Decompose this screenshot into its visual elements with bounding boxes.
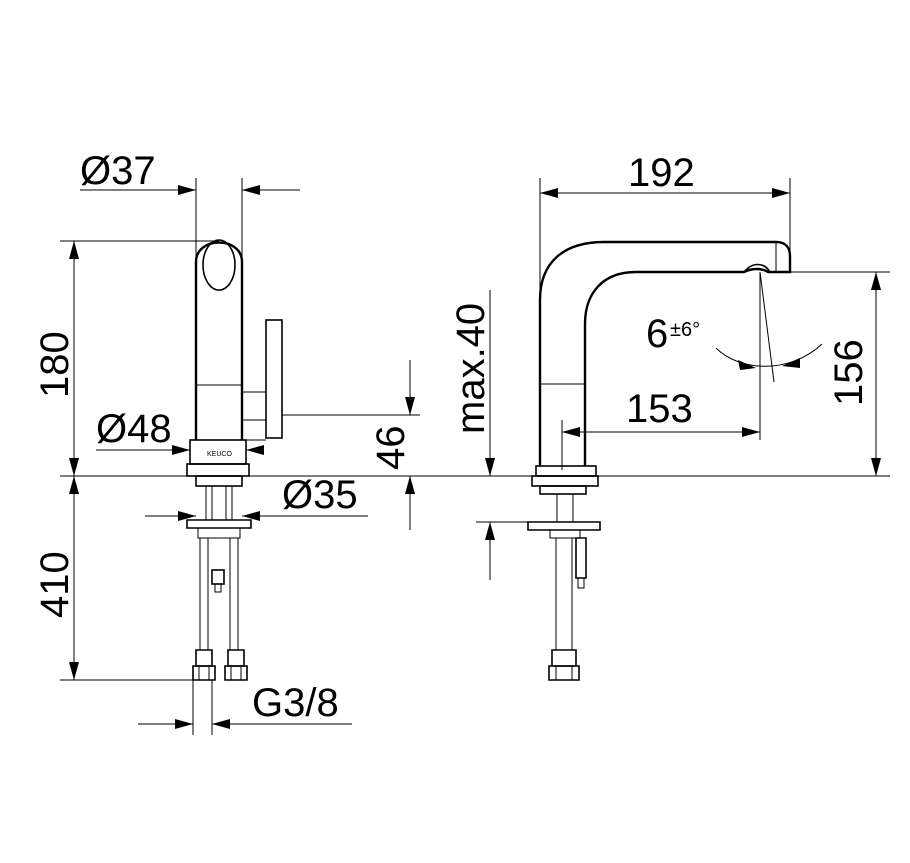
side-fixing-plate	[527, 521, 601, 531]
side-dimensions: 192 max.40 153 6 ±6° 156	[449, 151, 890, 580]
dim-height-156: 156	[827, 339, 871, 406]
front-view: KEUCO	[186, 239, 283, 681]
dim-height-180: 180	[33, 331, 77, 398]
side-base-plate	[535, 465, 597, 477]
front-nozzle	[202, 239, 236, 291]
side-view	[527, 240, 792, 681]
front-hose-left	[199, 538, 209, 650]
side-hose	[555, 538, 573, 650]
dim-height-46: 46	[369, 426, 413, 471]
dim-width-192: 192	[628, 151, 695, 195]
dim-thread-g38: G3/8	[252, 681, 339, 725]
front-hose-right	[229, 538, 239, 650]
dim-diameter-48: Ø48	[96, 407, 172, 451]
dim-diameter-37: Ø37	[80, 149, 156, 193]
front-dimensions: Ø37 180 Ø48 46 Ø35 410	[33, 149, 890, 735]
dim-diameter-35: Ø35	[282, 473, 358, 517]
side-spout-body	[538, 240, 792, 466]
dim-angle: 6	[646, 312, 668, 356]
dim-length-410: 410	[33, 551, 77, 618]
dim-angle-tolerance: ±6°	[670, 319, 700, 341]
dim-length-153: 153	[626, 387, 693, 431]
front-fixing-plate	[186, 519, 252, 529]
brand-logo: KEUCO	[207, 451, 232, 458]
dim-max-40: max.40	[449, 303, 493, 434]
front-lever	[265, 319, 283, 439]
